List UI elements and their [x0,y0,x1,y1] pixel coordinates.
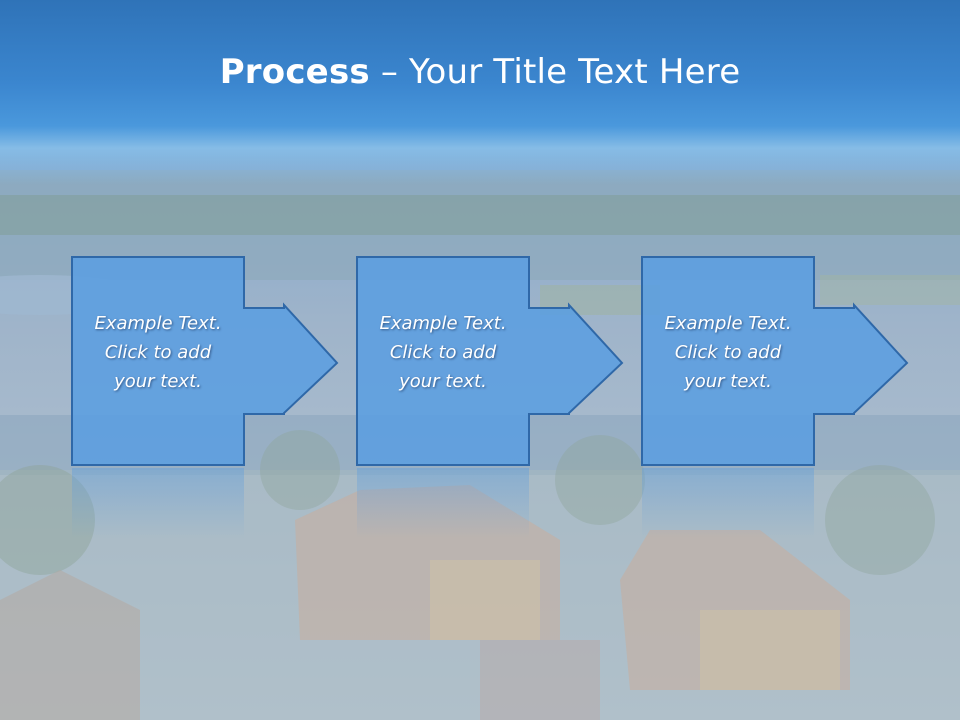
header-band [0,0,960,185]
title-rest: – Your Title Text Here [369,52,741,92]
step-3-line-1: Example Text. [664,313,792,334]
step-1-text[interactable]: Example Text. Click to add your text. [72,309,244,396]
step-3-text[interactable]: Example Text. Click to add your text. [642,309,814,396]
step-2-text[interactable]: Example Text. Click to add your text. [357,309,529,396]
process-step-3[interactable]: Example Text. Click to add your text. [641,256,960,467]
step-2-line-1: Example Text. [379,313,507,334]
step-2-box-arrow [356,256,624,466]
step-2-line-3: your text. [399,371,487,392]
process-step-2[interactable]: Example Text. Click to add your text. [356,256,702,467]
step-1-line-1: Example Text. [94,313,222,334]
step-2-reflection [357,468,529,538]
step-2-line-2: Click to add [389,342,497,363]
step-3-line-3: your text. [684,371,772,392]
step-1-box-arrow [71,256,339,466]
step-1-line-2: Click to add [104,342,212,363]
step-3-line-2: Click to add [674,342,782,363]
process-step-1[interactable]: Example Text. Click to add your text. [71,256,417,467]
step-1-reflection [72,468,244,538]
title-bold: Process [219,52,370,92]
step-1-line-3: your text. [114,371,202,392]
step-3-box-arrow [641,256,909,466]
step-3-reflection [642,468,814,538]
slide-title[interactable]: Process – Your Title Text Here [0,52,960,92]
